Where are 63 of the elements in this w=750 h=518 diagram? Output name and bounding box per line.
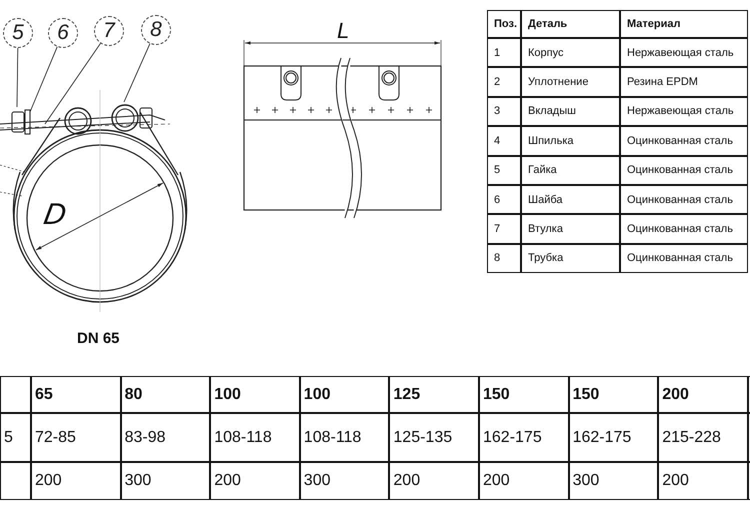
- table-cell: 108-118: [300, 413, 390, 462]
- table-cell: 3: [487, 96, 521, 126]
- table-cell: 1: [487, 38, 521, 68]
- table-cell: 5: [487, 156, 521, 185]
- table-cell: 200: [31, 462, 121, 500]
- table-cell: 300: [568, 462, 658, 500]
- table-header-cell: 80: [120, 376, 210, 413]
- table-header-cell: 100: [210, 376, 300, 413]
- table-cell: Гайка: [521, 156, 620, 185]
- callout-number: 7: [94, 16, 124, 46]
- table-cell: 5: [0, 413, 31, 462]
- table-cell: Нержавеющая сталь: [620, 96, 748, 126]
- table-cell: Оцинкованная сталь: [620, 126, 748, 156]
- table-cell: Шайба: [521, 185, 620, 214]
- table-cell: 200: [389, 462, 479, 500]
- table-cell: Втулка: [521, 214, 620, 244]
- table-cell: Трубка: [521, 244, 620, 274]
- table-header-cell: Материал: [620, 10, 748, 38]
- table-header-cell: 150: [568, 376, 658, 413]
- table-cell: Корпус: [521, 38, 620, 68]
- table-cell: Уплотнение: [521, 67, 620, 97]
- callout-number: 8: [141, 15, 171, 45]
- table-cell: 200: [210, 462, 300, 500]
- table-cell: 6: [487, 185, 521, 214]
- table-cell: 162-175: [568, 413, 658, 462]
- table-cell: Оцинкованная сталь: [620, 214, 748, 244]
- table-header-cell: Поз.: [487, 10, 521, 38]
- dimension-label: D: [41, 198, 69, 232]
- caption-text: DN 65: [77, 330, 120, 347]
- table-cell: 300: [300, 462, 390, 500]
- table-cell: 215-228: [658, 413, 748, 462]
- table-header-cell: 200: [658, 376, 748, 413]
- table-cell: 108-118: [210, 413, 300, 462]
- table-cell: 162-175: [479, 413, 569, 462]
- callout-number: 6: [48, 18, 78, 48]
- leader-line: [44, 42, 101, 124]
- leader-line: [30, 46, 58, 112]
- table-cell: Нержавеющая сталь: [620, 38, 748, 68]
- table-cell: 2: [487, 67, 521, 97]
- dimension-label: L: [337, 18, 350, 44]
- table-header-cell: 100: [300, 376, 390, 413]
- table-header-cell: 150: [479, 376, 569, 413]
- table-header-cell: 65: [31, 376, 121, 413]
- table-cell: 4: [487, 126, 521, 156]
- table-cell: Резина EPDM: [620, 67, 748, 97]
- table-cell: 72-85: [31, 413, 121, 462]
- table-cell: 200: [658, 462, 748, 500]
- table-header-cell: 125: [389, 376, 479, 413]
- leader-line: [124, 43, 150, 102]
- table-cell: Оцинкованная сталь: [620, 156, 748, 185]
- table-cell: Оцинкованная сталь: [620, 185, 748, 214]
- leader-line: [16, 48, 18, 108]
- table-cell: 125-135: [389, 413, 479, 462]
- callout-number: 5: [3, 18, 33, 48]
- table-cell: 83-98: [120, 413, 210, 462]
- table-cell: 7: [487, 214, 521, 244]
- table-cell: 8: [487, 244, 521, 274]
- table-cell: Оцинкованная сталь: [620, 244, 748, 274]
- table-cell: Шпилька: [521, 126, 620, 156]
- table-header-cell: Деталь: [521, 10, 620, 38]
- table-cell: 300: [120, 462, 210, 500]
- table-cell: Вкладыш: [521, 96, 620, 126]
- table-cell: 200: [479, 462, 569, 500]
